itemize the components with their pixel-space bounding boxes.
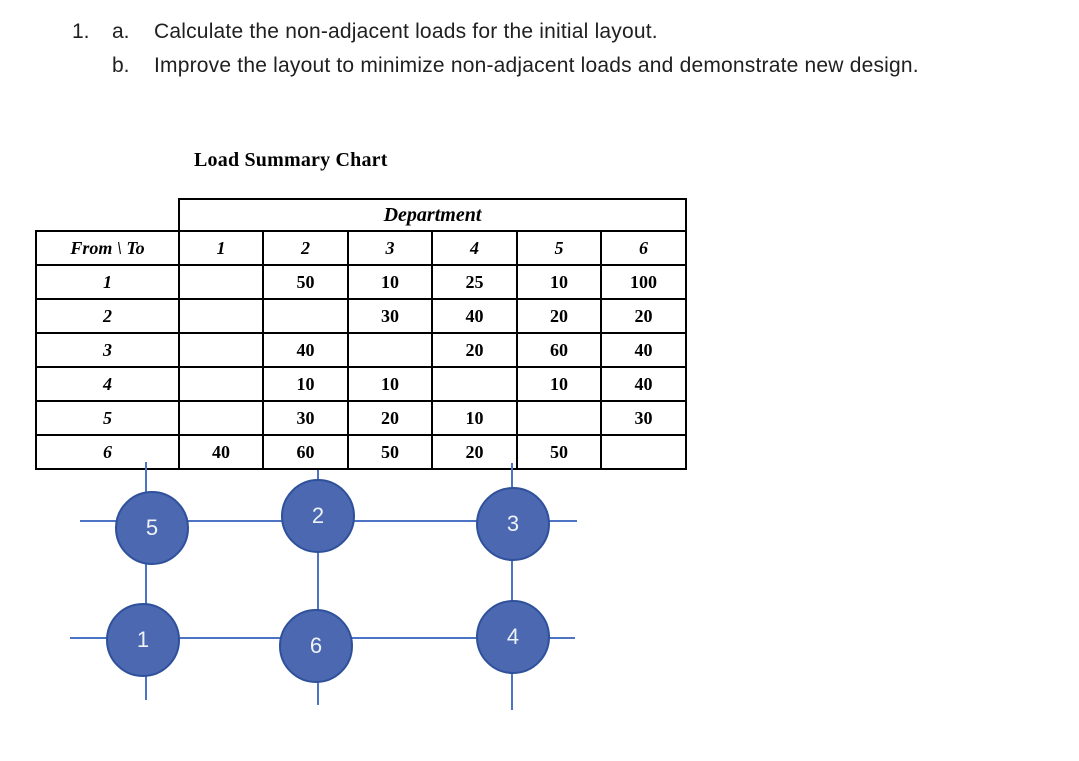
column-header: 6 — [600, 230, 687, 266]
load-cell: 50 — [347, 434, 433, 470]
column-header: 2 — [262, 230, 349, 266]
load-cell: 40 — [262, 332, 349, 368]
row-label: 1 — [35, 264, 180, 300]
load-cell: 30 — [262, 400, 349, 436]
load-cell: 30 — [600, 400, 687, 436]
node-label: 1 — [136, 627, 150, 652]
item-a-text: Calculate the non-adjacent loads for the… — [154, 20, 658, 43]
load-cell: 20 — [516, 298, 602, 334]
column-header: 1 — [178, 230, 264, 266]
from-to-label: From \ To — [35, 230, 180, 266]
item-b-marker: b. — [112, 54, 130, 77]
grid-line-vertical-left — [145, 462, 147, 700]
grid-line-vertical-right — [511, 463, 513, 710]
load-cell: 10 — [431, 400, 518, 436]
load-cell — [178, 264, 264, 300]
load-cell — [178, 400, 264, 436]
column-header: 3 — [347, 230, 433, 266]
load-cell: 40 — [178, 434, 264, 470]
load-cell: 20 — [431, 434, 518, 470]
load-cell — [262, 298, 349, 334]
corner-empty-cell — [36, 199, 179, 231]
question-line-b: b. Improve the layout to minimize non-ad… — [0, 54, 1079, 84]
load-cell: 50 — [516, 434, 602, 470]
item-b-text: Improve the layout to minimize non-adjac… — [154, 54, 919, 77]
table-title: Load Summary Chart — [194, 149, 388, 171]
load-cell: 20 — [600, 298, 687, 334]
grid-line-vertical-middle — [317, 470, 319, 705]
load-cell — [600, 434, 687, 470]
load-cell: 10 — [347, 366, 433, 402]
load-cell: 40 — [600, 366, 687, 402]
row-label: 6 — [35, 434, 180, 470]
load-cell — [178, 366, 264, 402]
row-label: 4 — [35, 366, 180, 402]
department-node-6: 6 — [279, 609, 353, 683]
load-cell: 20 — [347, 400, 433, 436]
column-header: 5 — [516, 230, 602, 266]
item-a-marker: a. — [112, 20, 130, 43]
load-cell — [178, 298, 264, 334]
load-cell — [178, 332, 264, 368]
department-node-5: 5 — [115, 491, 189, 565]
load-cell: 60 — [262, 434, 349, 470]
node-label: 5 — [145, 515, 159, 540]
row-label: 3 — [35, 332, 180, 368]
load-cell — [431, 366, 518, 402]
department-node-2: 2 — [281, 479, 355, 553]
column-header-row: From \ To 1 2 3 4 5 6 — [35, 230, 687, 266]
load-cell — [516, 400, 602, 436]
load-cell: 30 — [347, 298, 433, 334]
load-cell: 10 — [516, 264, 602, 300]
load-cell — [347, 332, 433, 368]
load-cell: 60 — [516, 332, 602, 368]
node-label: 6 — [309, 633, 323, 658]
load-cell: 10 — [347, 264, 433, 300]
department-node-3: 3 — [476, 487, 550, 561]
node-label: 4 — [506, 624, 520, 649]
node-label: 2 — [311, 503, 325, 528]
department-header: Department — [178, 198, 687, 232]
load-cell: 100 — [600, 264, 687, 300]
load-cell: 10 — [516, 366, 602, 402]
load-cell: 40 — [600, 332, 687, 368]
load-cell: 25 — [431, 264, 518, 300]
grid-line-horizontal-bottom — [70, 637, 575, 639]
load-cell: 20 — [431, 332, 518, 368]
department-node-1: 1 — [106, 603, 180, 677]
row-label: 2 — [35, 298, 180, 334]
column-header: 4 — [431, 230, 518, 266]
load-cell: 40 — [431, 298, 518, 334]
department-node-4: 4 — [476, 600, 550, 674]
load-cell: 10 — [262, 366, 349, 402]
node-label: 3 — [506, 511, 520, 536]
load-cell: 50 — [262, 264, 349, 300]
row-label: 5 — [35, 400, 180, 436]
question-number: 1. — [72, 20, 90, 43]
department-header-row: Department — [36, 198, 687, 232]
grid-line-horizontal-top — [80, 520, 577, 522]
question-line-a: 1. a. Calculate the non-adjacent loads f… — [0, 20, 1079, 50]
